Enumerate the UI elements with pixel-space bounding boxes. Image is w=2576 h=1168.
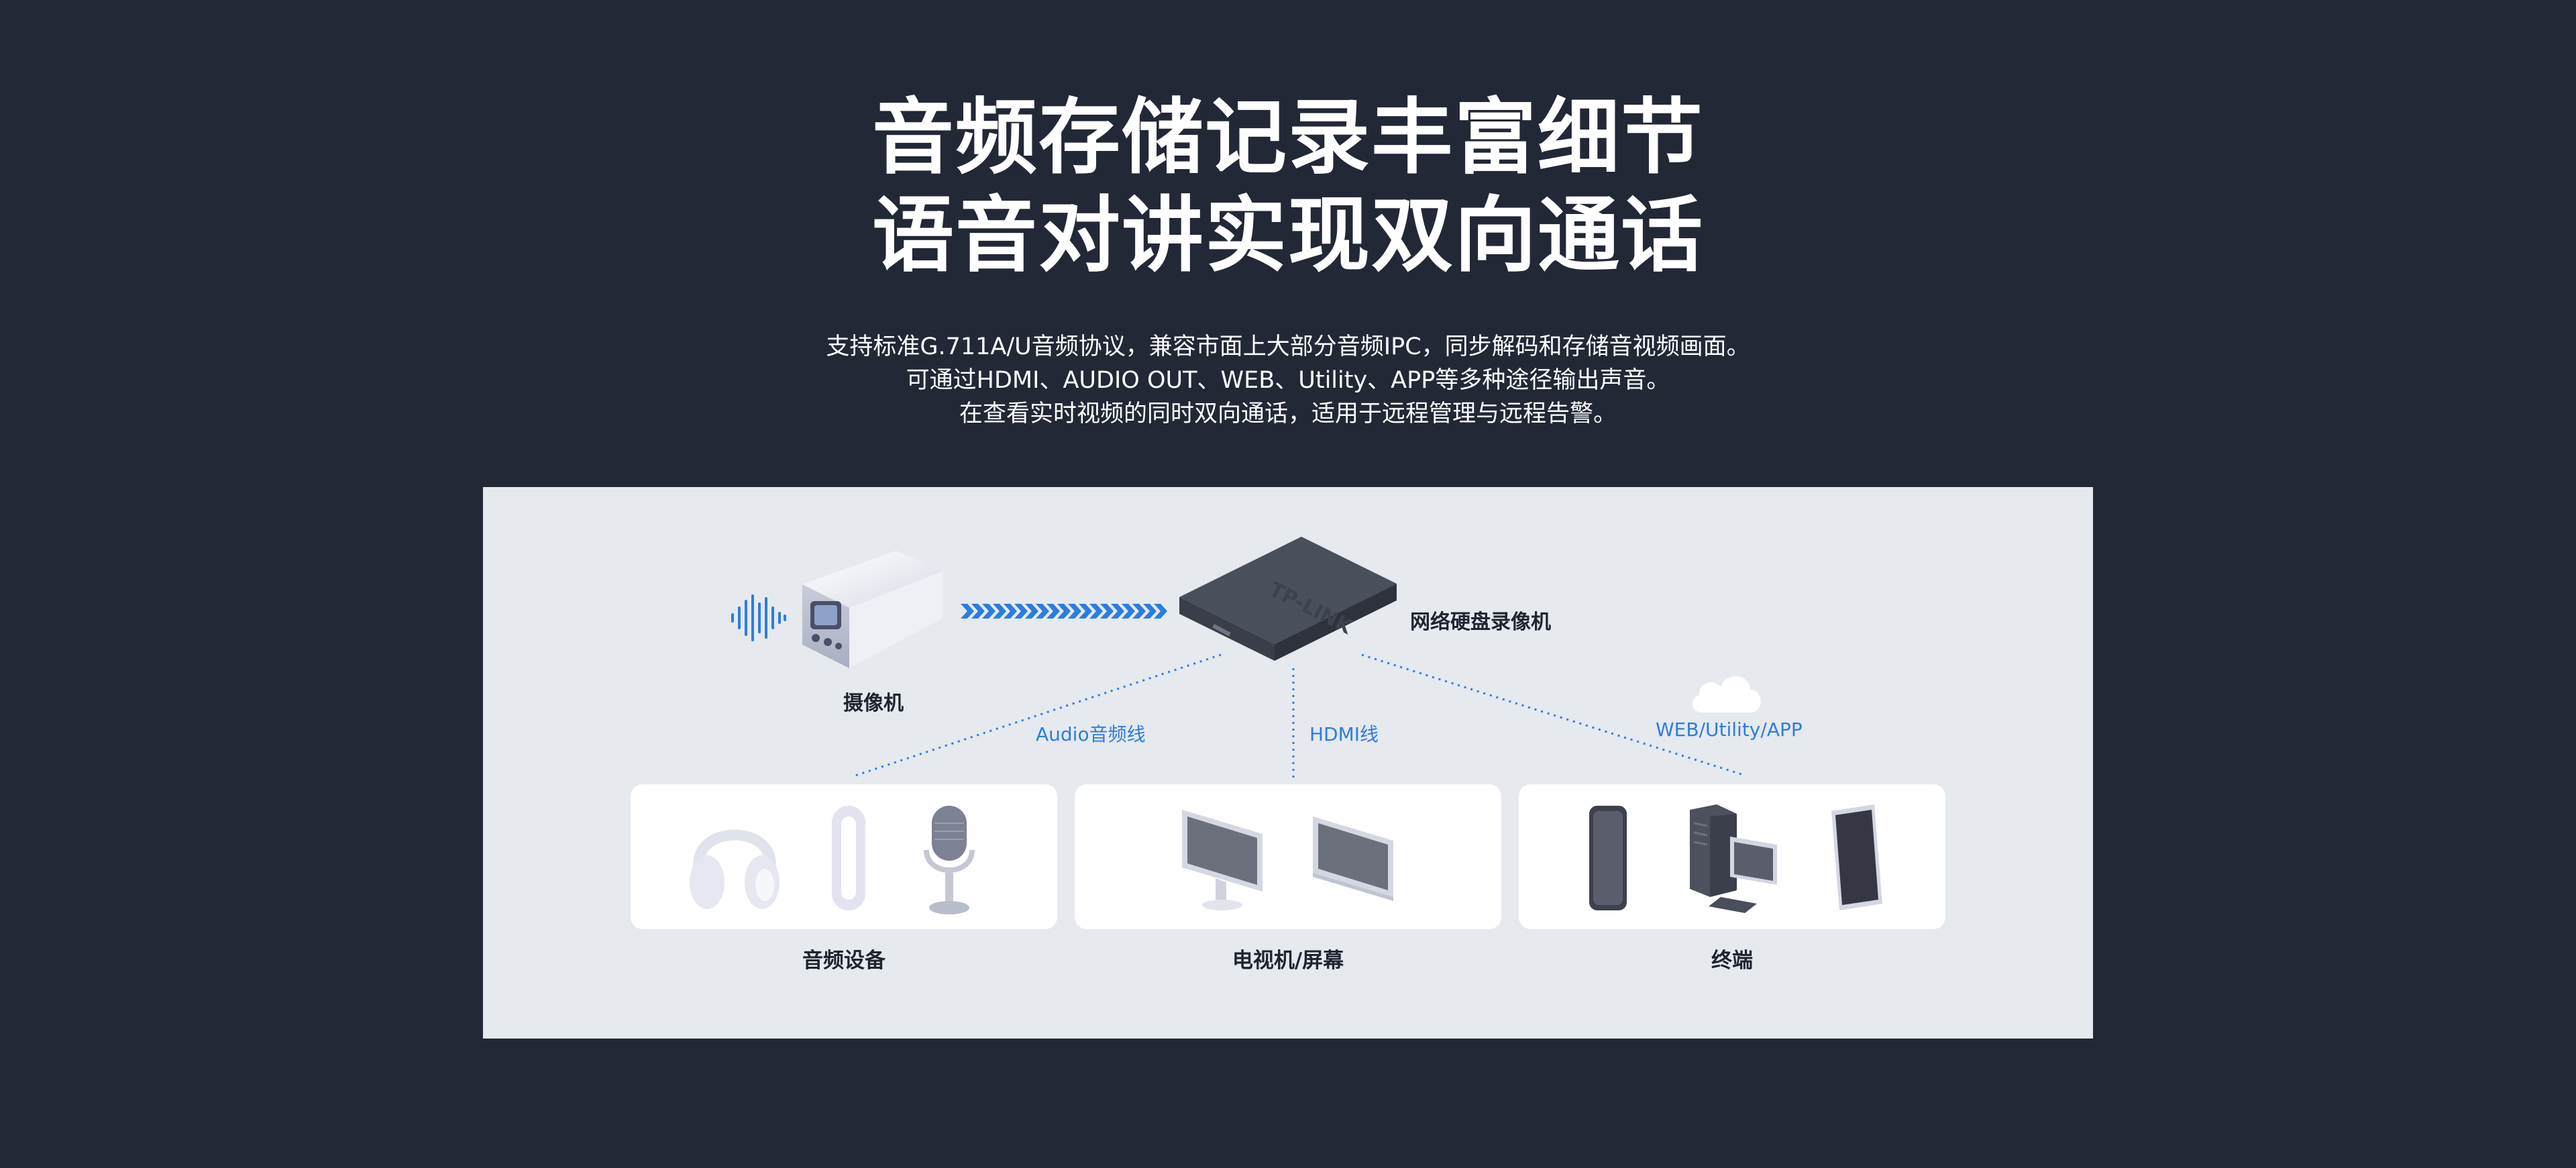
nvr-device-icon: TP-LINK [1179, 537, 1397, 661]
audio-link-label: Audio音频线 [1036, 723, 1146, 745]
headline-line-1: 音频存储记录丰富细节 [872, 90, 1704, 185]
hdmi-link-label: HDMI线 [1309, 723, 1379, 745]
audio-devices-title: 音频设备 [802, 949, 885, 973]
tablet-icon [1831, 804, 1882, 910]
nvr-label: 网络硬盘录像机 [1410, 610, 1551, 634]
monitor-icon [1182, 810, 1263, 910]
description-line-2: 可通过HDMI、AUDIO OUT、WEB、Utility、APP等多种途径输出… [906, 367, 1670, 394]
screen-icon [1313, 816, 1393, 901]
audio-devices-card [631, 784, 1057, 929]
microphone-icon [924, 806, 975, 914]
terminal-title: 终端 [1711, 949, 1753, 973]
computer-icon [1690, 804, 1777, 913]
diagram-panel: 摄像机 TP-LINK [483, 487, 2093, 1039]
description-line-1: 支持标准G.711A/U音频协议，兼容市面上大部分音频IPC，同步解码和存储音视… [826, 333, 1750, 360]
headphones-icon [690, 829, 780, 909]
camera-icon [802, 551, 943, 668]
description-line-3: 在查看实时视频的同时双向通话，适用于远程管理与远程告警。 [959, 401, 1617, 427]
phone-icon [1589, 806, 1627, 910]
terminal-card [1519, 784, 1945, 929]
speaker-icon [832, 806, 865, 910]
headline-line-2: 语音对讲实现双向通话 [872, 188, 1704, 283]
tv-screen-title: 电视机/屏幕 [1232, 949, 1344, 973]
connection-lines [855, 653, 1746, 782]
camera-label: 摄像机 [843, 692, 904, 715]
sound-wave-icon [731, 594, 786, 641]
data-flow-arrows [961, 604, 1167, 619]
web-link-label: WEB/Utility/APP [1656, 719, 1803, 741]
tv-screen-card [1075, 784, 1501, 929]
cloud-icon [1692, 676, 1761, 712]
